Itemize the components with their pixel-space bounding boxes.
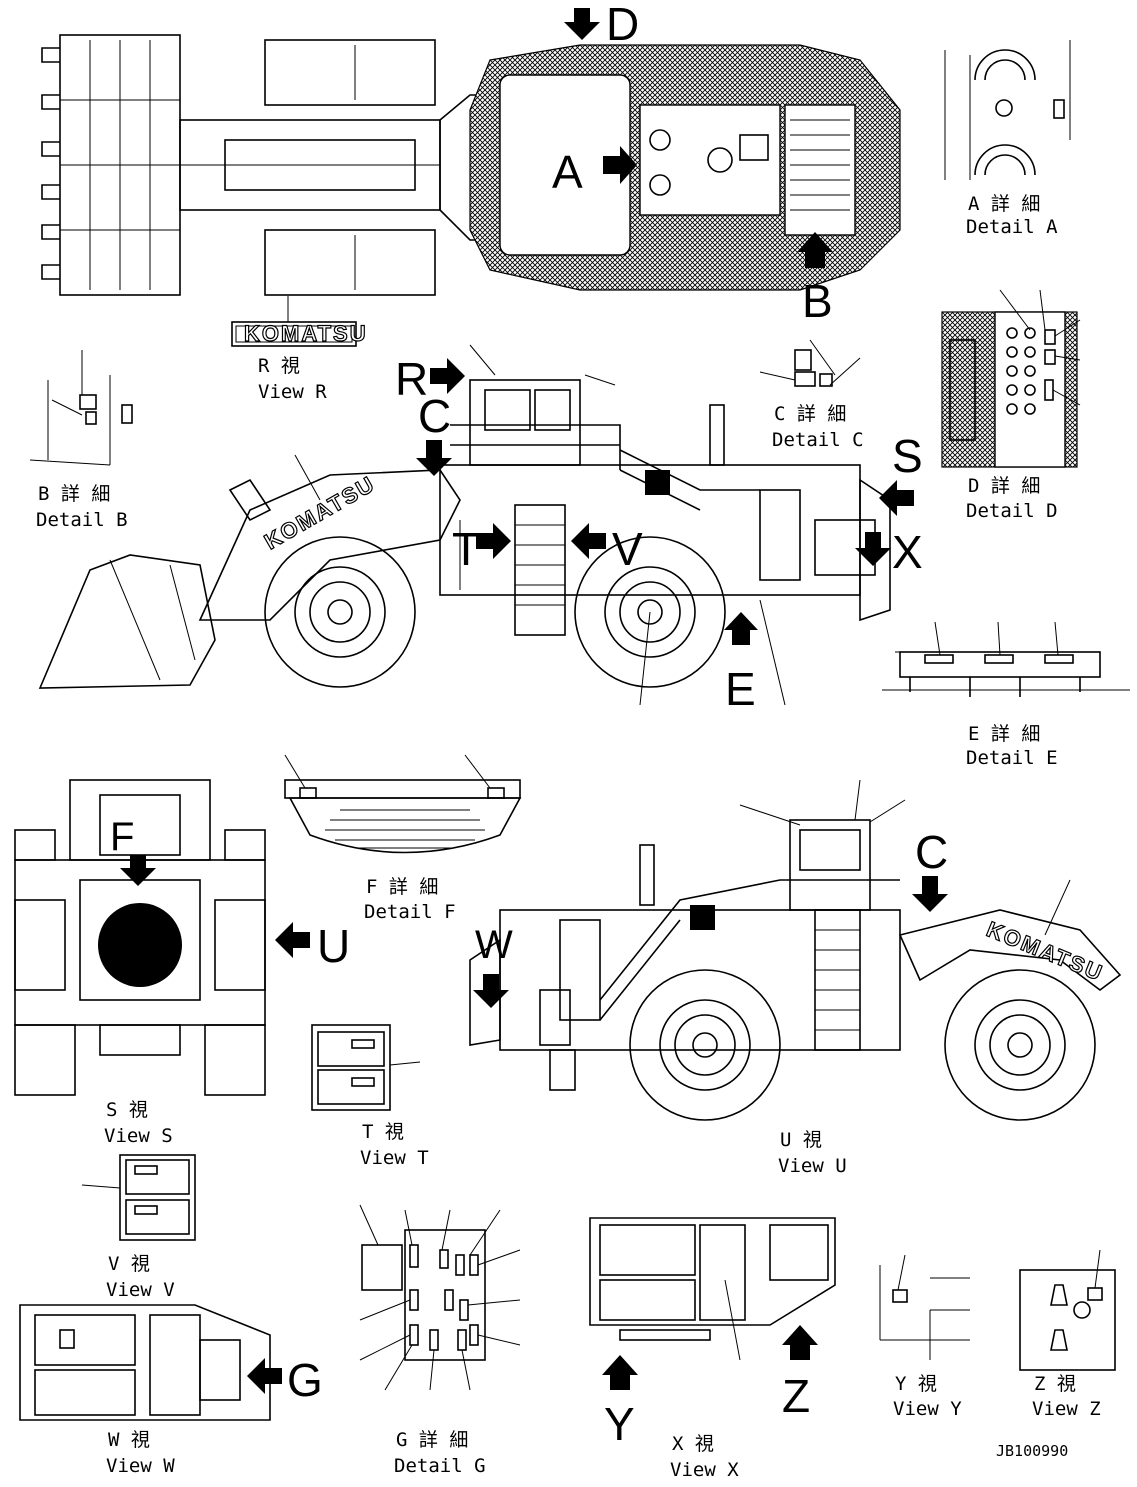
view-w-caption-en: View W xyxy=(106,1455,175,1477)
detail-d-caption-jp: D 詳 細 xyxy=(968,475,1040,497)
view-r-plate: KOMATSU xyxy=(231,296,368,347)
arrow-w xyxy=(473,974,509,1008)
callout-c-lower: C xyxy=(915,826,948,878)
view-y-caption-en: View Y xyxy=(893,1398,962,1420)
view-t-caption-jp: T 視 xyxy=(362,1121,404,1143)
callout-r: R xyxy=(395,353,428,405)
detail-d-figure xyxy=(941,289,1081,468)
view-s-caption-jp: S 視 xyxy=(106,1099,148,1121)
arrow-c-lower xyxy=(912,876,948,912)
callout-y: Y xyxy=(604,1398,635,1450)
top-view-machine xyxy=(41,34,901,296)
view-y-caption-jp: Y 視 xyxy=(895,1373,937,1395)
detail-g-caption-en: Detail G xyxy=(394,1455,486,1477)
detail-f-caption-en: Detail F xyxy=(364,901,456,923)
detail-c-figure xyxy=(759,339,861,387)
view-u-machine xyxy=(469,779,1122,1121)
view-u-caption-jp: U 視 xyxy=(780,1129,822,1151)
view-x-caption-en: View X xyxy=(670,1459,739,1481)
arrow-z xyxy=(782,1325,818,1360)
detail-a-figure xyxy=(944,40,1071,180)
arrow-f xyxy=(120,855,156,886)
arrow-u xyxy=(275,922,310,958)
callout-u: U xyxy=(317,920,350,972)
detail-e-caption-jp: E 詳 細 xyxy=(968,723,1040,745)
view-t-figure xyxy=(311,1024,421,1111)
detail-b-caption-en: Detail B xyxy=(36,509,128,531)
view-u-caption-en: View U xyxy=(778,1155,847,1177)
view-w-figure xyxy=(19,1304,271,1421)
view-z-caption-jp: Z 視 xyxy=(1034,1373,1076,1395)
side-logo-text: KOMATSU xyxy=(260,471,380,554)
u-logo-text: KOMATSU xyxy=(983,916,1107,985)
view-s-caption-en: View S xyxy=(104,1125,173,1147)
detail-a-caption-jp: A 詳 細 xyxy=(968,193,1040,215)
callout-x: X xyxy=(892,526,923,578)
view-x-caption-jp: X 視 xyxy=(672,1433,714,1455)
arrow-a xyxy=(603,146,637,184)
detail-e-caption-en: Detail E xyxy=(966,747,1058,769)
detail-b-figure xyxy=(29,350,133,466)
logo-text: KOMATSU xyxy=(244,321,368,346)
callout-z: Z xyxy=(782,1370,810,1422)
arrow-g xyxy=(247,1358,282,1394)
arrow-c-upper xyxy=(416,440,452,476)
detail-d-caption-en: Detail D xyxy=(966,500,1058,522)
arrow-e xyxy=(724,612,758,645)
detail-f-caption-jp: F 詳 細 xyxy=(366,876,438,898)
callout-d: D xyxy=(606,0,639,50)
detail-f-figure xyxy=(284,754,522,854)
arrow-x xyxy=(855,532,891,566)
callout-v: V xyxy=(612,523,643,575)
detail-b-caption-jp: B 詳 細 xyxy=(38,483,110,505)
side-view-machine xyxy=(38,344,891,706)
callout-e: E xyxy=(725,663,756,715)
arrow-b xyxy=(797,232,833,268)
callout-a: A xyxy=(552,146,583,198)
callout-s: S xyxy=(892,430,923,482)
arrow-s xyxy=(879,480,914,516)
detail-g-figure xyxy=(359,1204,521,1391)
view-t-caption-en: View T xyxy=(360,1147,429,1169)
view-s-figure xyxy=(14,779,266,1096)
arrow-t xyxy=(476,523,511,559)
arrow-y xyxy=(602,1355,638,1390)
view-v-caption-jp: V 視 xyxy=(108,1253,150,1275)
view-z-figure xyxy=(1019,1249,1116,1371)
view-z-caption-en: View Z xyxy=(1032,1398,1101,1420)
callout-g: G xyxy=(287,1354,323,1406)
view-v-figure xyxy=(81,1154,196,1241)
detail-a-caption-en: Detail A xyxy=(966,216,1058,238)
view-w-caption-jp: W 視 xyxy=(108,1429,150,1451)
callout-b: B xyxy=(802,275,833,327)
view-v-caption-en: View V xyxy=(106,1279,175,1301)
detail-g-caption-jp: G 詳 細 xyxy=(396,1429,468,1451)
view-y-figure xyxy=(879,1254,970,1360)
callout-w: W xyxy=(475,923,513,967)
callout-t: T xyxy=(452,523,480,575)
view-r-caption-jp: R 視 xyxy=(258,355,300,377)
view-r-caption-en: View R xyxy=(258,381,327,403)
arrow-v xyxy=(571,523,606,559)
arrow-d xyxy=(564,8,600,40)
drawing-id: JB100990 xyxy=(996,1442,1068,1460)
callout-f: F xyxy=(110,815,134,859)
view-x-figure xyxy=(589,1217,836,1361)
detail-c-caption-en: Detail C xyxy=(772,429,864,451)
detail-c-caption-jp: C 詳 細 xyxy=(774,403,846,425)
detail-e-figure xyxy=(882,621,1130,697)
arrow-r xyxy=(430,358,465,394)
callout-c-upper: C xyxy=(418,390,451,442)
